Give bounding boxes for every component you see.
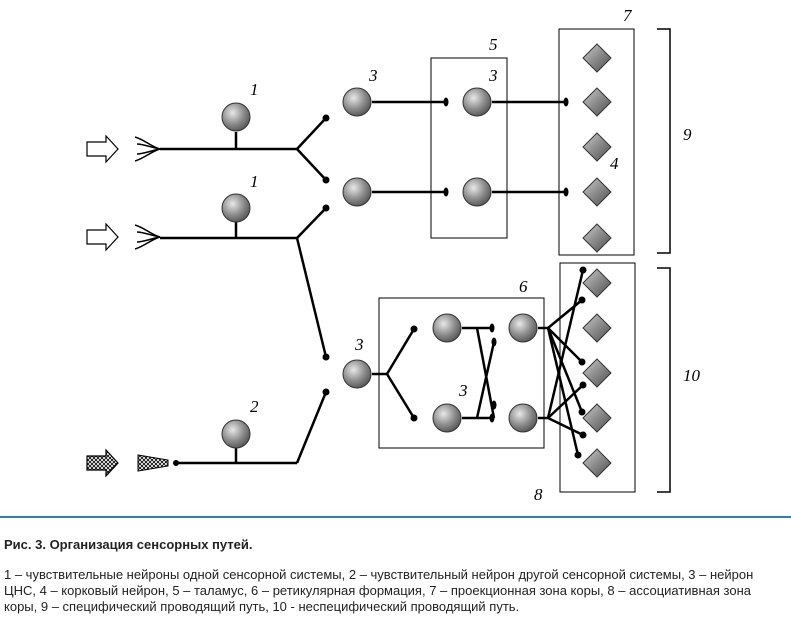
projection-cortex-neuron (582, 132, 612, 162)
projection-cortex-neuron (582, 177, 612, 207)
association-cortex-neuron (582, 358, 612, 388)
projection-cortex-neuron (582, 223, 612, 253)
label-cns-neuron-low: 3 (354, 335, 364, 354)
association-cortex-neuron (582, 268, 612, 298)
reticular-formation-box (378, 297, 545, 449)
reticular-neuron-3 (432, 403, 462, 433)
projection-zone-box (558, 28, 635, 256)
label-reticular-neuron: 3 (458, 381, 468, 400)
cortical-neurons (582, 43, 612, 478)
label-sensory-neuron-2: 2 (250, 397, 259, 416)
label-thalamus: 5 (489, 35, 498, 54)
cns-neuron-top (342, 87, 372, 117)
sensory-pathways-diagram: 1 1 2 3 3 3 3 5 6 7 4 8 9 10 (86, 6, 701, 504)
pathway-lines (160, 100, 585, 465)
reticular-neuron-4 (508, 403, 538, 433)
label-thalamus-neuron: 3 (488, 66, 498, 85)
sensory-neuron-1b (221, 193, 251, 223)
synaptic-terminals (322, 97, 587, 459)
stimulus-arrow-1 (86, 134, 119, 164)
figure-caption-text: 1 – чувствительные нейроны одной сенсорн… (4, 567, 754, 614)
receptor-ending-2 (134, 224, 161, 250)
reticular-neuron-1 (432, 313, 462, 343)
stimulus-arrow-2 (86, 222, 119, 252)
thalamus-neuron-bottom (462, 177, 492, 207)
projection-cortex-neuron (582, 43, 612, 73)
cns-neuron-mid (342, 177, 372, 207)
thalamus-box (430, 57, 508, 239)
figure-caption-title: Рис. 3. Организация сенсорных путей. (4, 537, 253, 552)
label-association-zone: 8 (534, 485, 543, 504)
label-sensory-neuron-1a: 1 (250, 80, 259, 99)
neurons (221, 87, 538, 449)
receptor-ending-3 (137, 454, 179, 472)
association-cortex-neuron (582, 403, 612, 433)
thalamus-neuron-top (462, 87, 492, 117)
association-cortex-neuron (582, 313, 612, 343)
sensory-neuron-2 (221, 419, 251, 449)
label-cns-neuron-top: 3 (368, 66, 378, 85)
association-zone-box (559, 262, 636, 493)
cns-neuron-low (342, 359, 372, 389)
stimulus-arrow-3-hatched (86, 448, 119, 478)
sensory-neuron-1a (221, 102, 251, 132)
label-cortical-neuron: 4 (610, 154, 619, 173)
receptor-ending-1 (134, 136, 161, 162)
label-projection-zone: 7 (623, 6, 633, 25)
association-cortex-neuron (582, 448, 612, 478)
reticular-neuron-2 (508, 313, 538, 343)
label-sensory-neuron-1b: 1 (250, 172, 259, 191)
label-reticular-formation: 6 (519, 277, 528, 296)
label-specific-pathway: 9 (683, 125, 692, 144)
specific-pathway-bracket (657, 28, 671, 254)
label-nonspecific-pathway: 10 (683, 366, 701, 385)
projection-cortex-neuron (582, 87, 612, 117)
nonspecific-pathway-bracket (657, 267, 671, 493)
caption-separator (0, 516, 791, 518)
